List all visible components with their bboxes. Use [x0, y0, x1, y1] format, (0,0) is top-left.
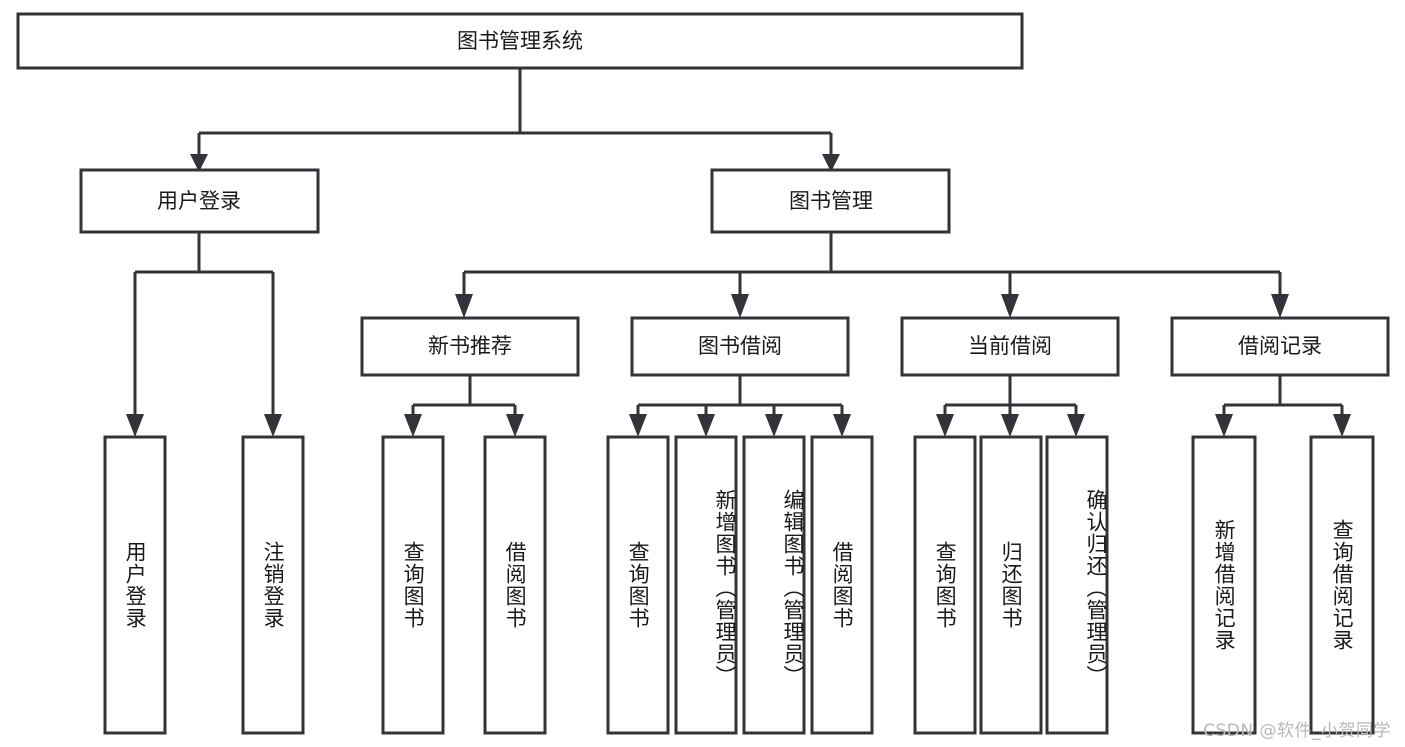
node-book-borrow-label: 图书借阅: [698, 334, 782, 358]
leaf-box-confirm-return[interactable]: [1045, 435, 1109, 735]
arrowhead-book-borrow: [731, 294, 749, 318]
leaf-box-edit-book[interactable]: [742, 435, 806, 735]
arrowhead-new-book-rec: [455, 294, 473, 318]
node-user-login-box[interactable]: [79, 168, 320, 234]
arrowhead-leaf-query-book-2: [629, 414, 647, 437]
node-book-manage-box[interactable]: [710, 168, 951, 234]
leaves-layer: [103, 435, 1375, 735]
connectors-layer: [126, 68, 1351, 437]
node-root-label: 图书管理系统: [457, 29, 583, 53]
arrowhead-leaf-add-record: [1215, 414, 1233, 437]
leaf-box-logout[interactable]: [241, 435, 305, 735]
leaf-box-query-book-3[interactable]: [913, 435, 977, 735]
node-root-box[interactable]: [16, 12, 1024, 70]
arrowhead-leaf-query-book-3: [936, 414, 954, 437]
leaf-box-add-book[interactable]: [674, 435, 738, 735]
arrowhead-user-login: [190, 154, 208, 172]
node-current-borrow-label: 当前借阅: [968, 334, 1052, 358]
leaf-box-user-login[interactable]: [103, 435, 167, 735]
node-book-manage-label: 图书管理: [789, 189, 873, 213]
arrowhead-borrow-record: [1271, 294, 1289, 318]
arrowhead-leaf-query-record: [1333, 414, 1351, 437]
arrowhead-leaf-user-login: [126, 414, 144, 437]
node-user-login-label: 用户登录: [157, 189, 241, 213]
node-new-book-rec-label: 新书推荐: [428, 334, 512, 358]
leaf-box-borrow-book-2[interactable]: [810, 435, 874, 735]
arrowhead-leaf-borrow-book-1: [506, 414, 524, 437]
arrowhead-leaf-confirm-return: [1067, 414, 1085, 437]
leaf-box-borrow-book-1[interactable]: [483, 435, 547, 735]
arrowhead-leaf-edit-book: [765, 414, 783, 437]
arrowhead-book-manage: [822, 154, 840, 172]
node-book-borrow-box[interactable]: [630, 316, 850, 377]
leaf-box-query-book-2[interactable]: [606, 435, 670, 735]
node-new-book-rec-box[interactable]: [360, 316, 580, 377]
node-current-borrow-box[interactable]: [900, 316, 1120, 377]
arrowhead-leaf-return-book: [1001, 414, 1019, 437]
arrowhead-leaf-logout: [264, 414, 282, 437]
arrowhead-leaf-query-book-1: [404, 414, 422, 437]
nodes-layer: 图书管理系统 用户登录 图书管理 新书推荐 图书借阅 当前借阅 借阅记录: [16, 12, 1390, 377]
node-borrow-record-box[interactable]: [1170, 316, 1390, 377]
arrowhead-leaf-borrow-book-2: [833, 414, 851, 437]
leaf-box-query-book-1[interactable]: [381, 435, 445, 735]
arrowhead-current-borrow: [1001, 294, 1019, 318]
leaf-box-return-book[interactable]: [979, 435, 1043, 735]
leaf-box-query-record[interactable]: [1309, 435, 1375, 735]
arrowhead-leaf-add-book: [697, 414, 715, 437]
csdn-watermark: CSDN @软件_小贺同学: [1203, 721, 1391, 741]
leaf-box-add-record[interactable]: [1191, 435, 1257, 735]
node-borrow-record-label: 借阅记录: [1238, 334, 1322, 358]
